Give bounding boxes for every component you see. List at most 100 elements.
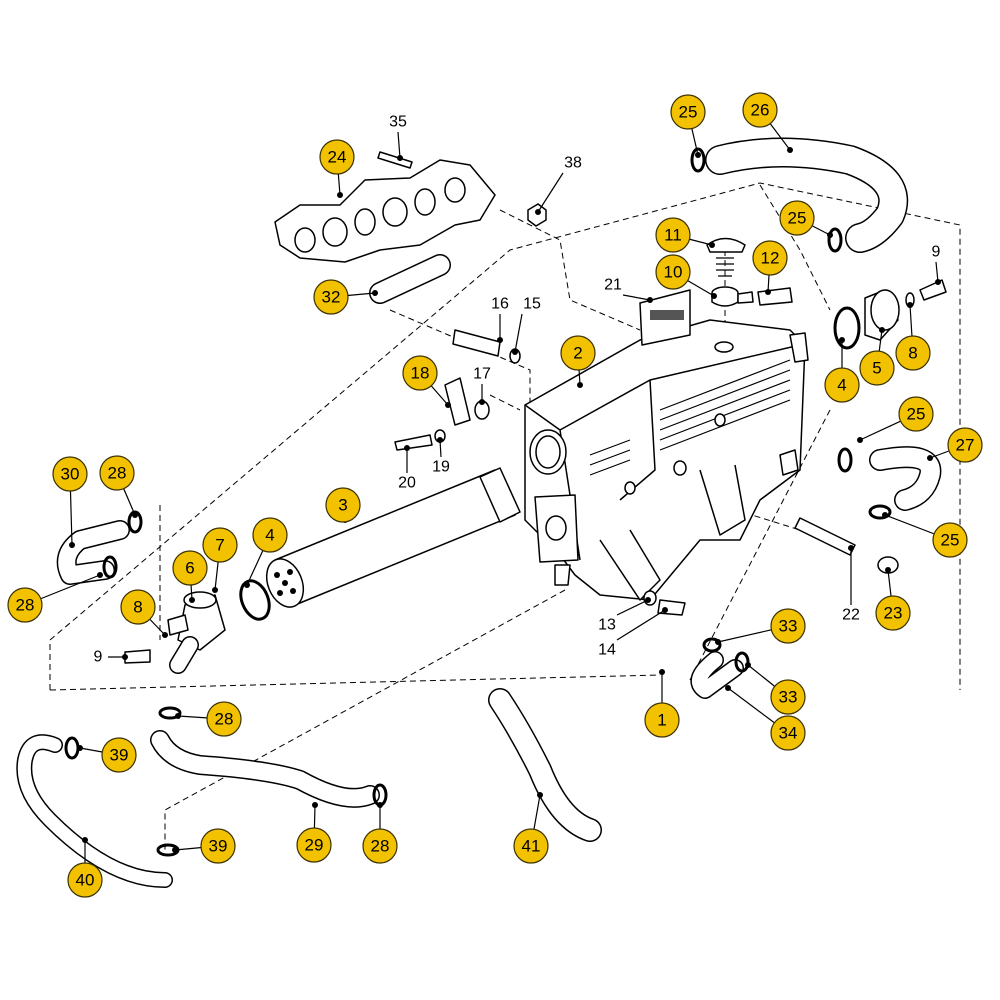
fasteners [394,329,899,616]
callout-number: 33 [779,617,798,636]
callout-circle [172,550,208,586]
callout-number: 8 [133,598,142,617]
callout-33: 33 [770,608,806,644]
callout-28: 28 [206,701,242,737]
callout-number: 3 [338,496,347,515]
callout-circle [779,200,815,236]
callout-circle [7,587,43,623]
leader-dot [537,792,543,798]
callout-circle [120,589,156,625]
callout-circle [402,355,438,391]
part-number-15: 15 [523,296,541,313]
callout-number: 5 [872,359,881,378]
callout-number: 40 [76,871,95,890]
leader-dot [132,512,138,518]
leader-line [616,599,649,616]
callout-circle [898,396,934,432]
callout-number: 25 [941,531,960,550]
callout-number: 34 [779,724,798,743]
callout-number: 25 [679,103,698,122]
callout-number: 4 [265,526,274,545]
callout-number: 39 [209,837,228,856]
part-number-20: 20 [398,475,416,492]
callout-number: 26 [751,101,770,120]
pressure-cap-assembly [706,237,793,307]
callout-number: 27 [956,436,975,455]
leader-dot [848,545,854,551]
end-cover [124,591,226,674]
leader-dot [162,632,168,638]
leader-line [622,294,651,301]
callout-circle [99,455,135,491]
callout-circle [875,595,911,631]
leader-dot [695,152,701,158]
callout-number: 11 [664,226,682,245]
part-number-21: 21 [604,277,622,294]
leader-dot [69,542,75,548]
callout-circle [313,279,349,315]
leader-dot [497,337,503,343]
leader-dot [745,662,751,668]
callout-circle [52,456,88,492]
callout-circle [655,254,691,290]
leader-dot [97,572,103,578]
leader-line [616,609,666,641]
leader-dot [882,512,888,518]
callout-40: 40 [67,862,103,898]
part-number-9: 9 [932,244,941,261]
hose-clamps [64,147,892,857]
callout-4: 4 [252,517,288,553]
leader-dot [907,302,913,308]
callout-18: 18 [402,355,438,391]
leader-dot [372,290,378,296]
leader-dot [445,402,451,408]
leader-dot [577,382,583,388]
callout-number: 7 [215,536,224,555]
leader-dot [885,567,891,573]
callout-number: 28 [108,464,127,483]
callout-circle [895,335,931,371]
callout-41: 41 [513,828,549,864]
callout-number: 32 [322,288,341,307]
callout-number: 1 [657,711,666,730]
callout-number: 8 [908,344,917,363]
callout-number: 39 [110,746,129,765]
leader-line [397,131,401,159]
leader-dot [935,279,941,285]
part-number-38: 38 [564,155,582,172]
part-number-14: 14 [598,642,616,659]
callout-circle [770,608,806,644]
callout-number: 10 [664,263,683,282]
callout-circle [101,737,137,773]
callout-number: 25 [788,209,807,228]
callout-circle [644,702,680,738]
callout-circle [752,240,788,276]
part-number-9: 9 [94,649,103,666]
callout-circle [319,139,355,175]
callout-32: 32 [313,279,349,315]
leader-dot [645,597,651,603]
callout-circle [560,335,596,371]
callout-27: 27 [947,427,983,463]
callout-23: 23 [875,595,911,631]
leader-dot [711,293,717,299]
callout-26: 26 [742,92,778,128]
leader-dot [839,337,845,343]
callout-circle [325,487,361,523]
callout-7: 7 [202,527,238,563]
callout-number: 18 [411,364,430,383]
callout-28: 28 [99,455,135,491]
leader-dot [709,242,715,248]
leader-dot [172,847,178,853]
leader-dot [312,802,318,808]
callout-2: 2 [560,335,596,371]
callout-10: 10 [655,254,691,290]
dashed-assembly-lines [49,182,961,850]
callout-circle [742,92,778,128]
part-number-22: 22 [842,607,860,624]
leader-dot [77,745,83,751]
callout-25: 25 [670,94,706,130]
callout-number: 29 [305,836,324,855]
